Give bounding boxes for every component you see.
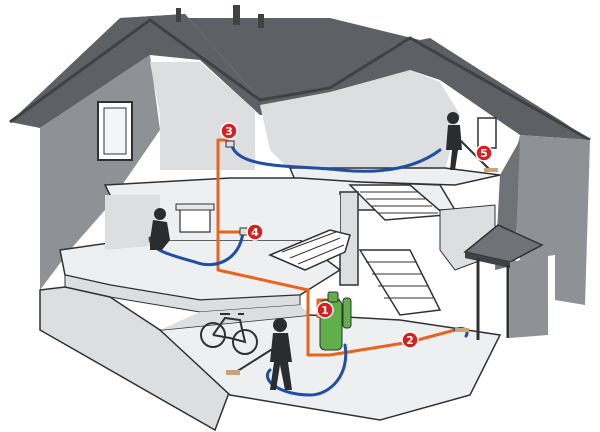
- roof-edge-line: [9, 18, 591, 142]
- shed-back-wall: [510, 255, 548, 338]
- person-body: [150, 220, 170, 250]
- marker-label: 2: [406, 334, 414, 347]
- marker-2: 2: [401, 331, 419, 349]
- main-stair-step: [289, 237, 341, 259]
- marker-label: 1: [321, 304, 329, 317]
- lower-stair-body: [358, 249, 442, 316]
- marker-circle: [220, 122, 238, 140]
- cabinet-top: [175, 203, 215, 211]
- chimney-3: [258, 14, 264, 28]
- marker-label: 3: [225, 125, 233, 138]
- left-window-inner: [103, 107, 127, 155]
- vacuum-unit-top: [327, 291, 339, 303]
- right-wing-wall: [510, 135, 590, 305]
- attic-gable: [260, 70, 460, 170]
- person-body: [446, 125, 462, 170]
- marker-5: 5: [475, 144, 493, 162]
- vacuum-wand: [457, 137, 491, 171]
- main-stair-step: [297, 244, 345, 265]
- person-vacuuming-middle-floor-icon: [150, 203, 215, 250]
- numbered-markers: 1 2 3 4 5: [220, 122, 493, 349]
- pipe-riser-to-upper-floor: [216, 138, 330, 357]
- marker-4: 4: [246, 223, 264, 241]
- middle-left-wall: [105, 195, 160, 250]
- person-body: [270, 333, 292, 390]
- inlet-box-middle: [239, 227, 248, 236]
- inlet-box-upper: [225, 140, 235, 148]
- cabinet: [179, 207, 211, 233]
- vacuum-wand: [235, 347, 275, 373]
- marker-1: 1: [316, 301, 334, 319]
- outdoor-shed: [463, 224, 548, 340]
- main-stair-step: [281, 231, 337, 253]
- basement-hose: [266, 343, 348, 397]
- attic-window: [477, 117, 497, 149]
- attic-hose: [230, 144, 442, 173]
- person-head: [447, 112, 459, 124]
- marker-circle: [246, 223, 264, 241]
- chimney-2: [233, 5, 240, 25]
- garage-vacuum-nozzle: [455, 328, 469, 332]
- vacuum-nozzle: [484, 168, 498, 172]
- vacuum-nozzle: [226, 370, 240, 375]
- bicycle-front-wheel: [232, 329, 258, 355]
- person-vacuuming-attic-icon: [446, 112, 498, 172]
- person-vacuuming-basement-icon: [226, 318, 292, 390]
- bicycle-frame: [212, 316, 247, 344]
- shed-roof: [463, 224, 544, 263]
- marker-circle: [401, 331, 419, 349]
- person-head: [273, 318, 287, 332]
- shed-roof-front: [465, 252, 510, 268]
- vacuum-unit-motor: [342, 297, 352, 329]
- bicycle-icon: [200, 313, 258, 355]
- marker-label: 4: [251, 226, 259, 239]
- roof-left-slope: [10, 14, 590, 140]
- chimney-1: [176, 8, 181, 22]
- basement-back-wall: [160, 305, 310, 330]
- person-head: [154, 208, 166, 220]
- roof: [9, 5, 591, 142]
- marker-3: 3: [220, 122, 238, 140]
- marker-circle: [316, 301, 334, 319]
- bicycle-rear-wheel: [200, 322, 226, 348]
- marker-label: 5: [480, 147, 488, 160]
- main-staircase: [268, 229, 442, 316]
- marker-circle: [475, 144, 493, 162]
